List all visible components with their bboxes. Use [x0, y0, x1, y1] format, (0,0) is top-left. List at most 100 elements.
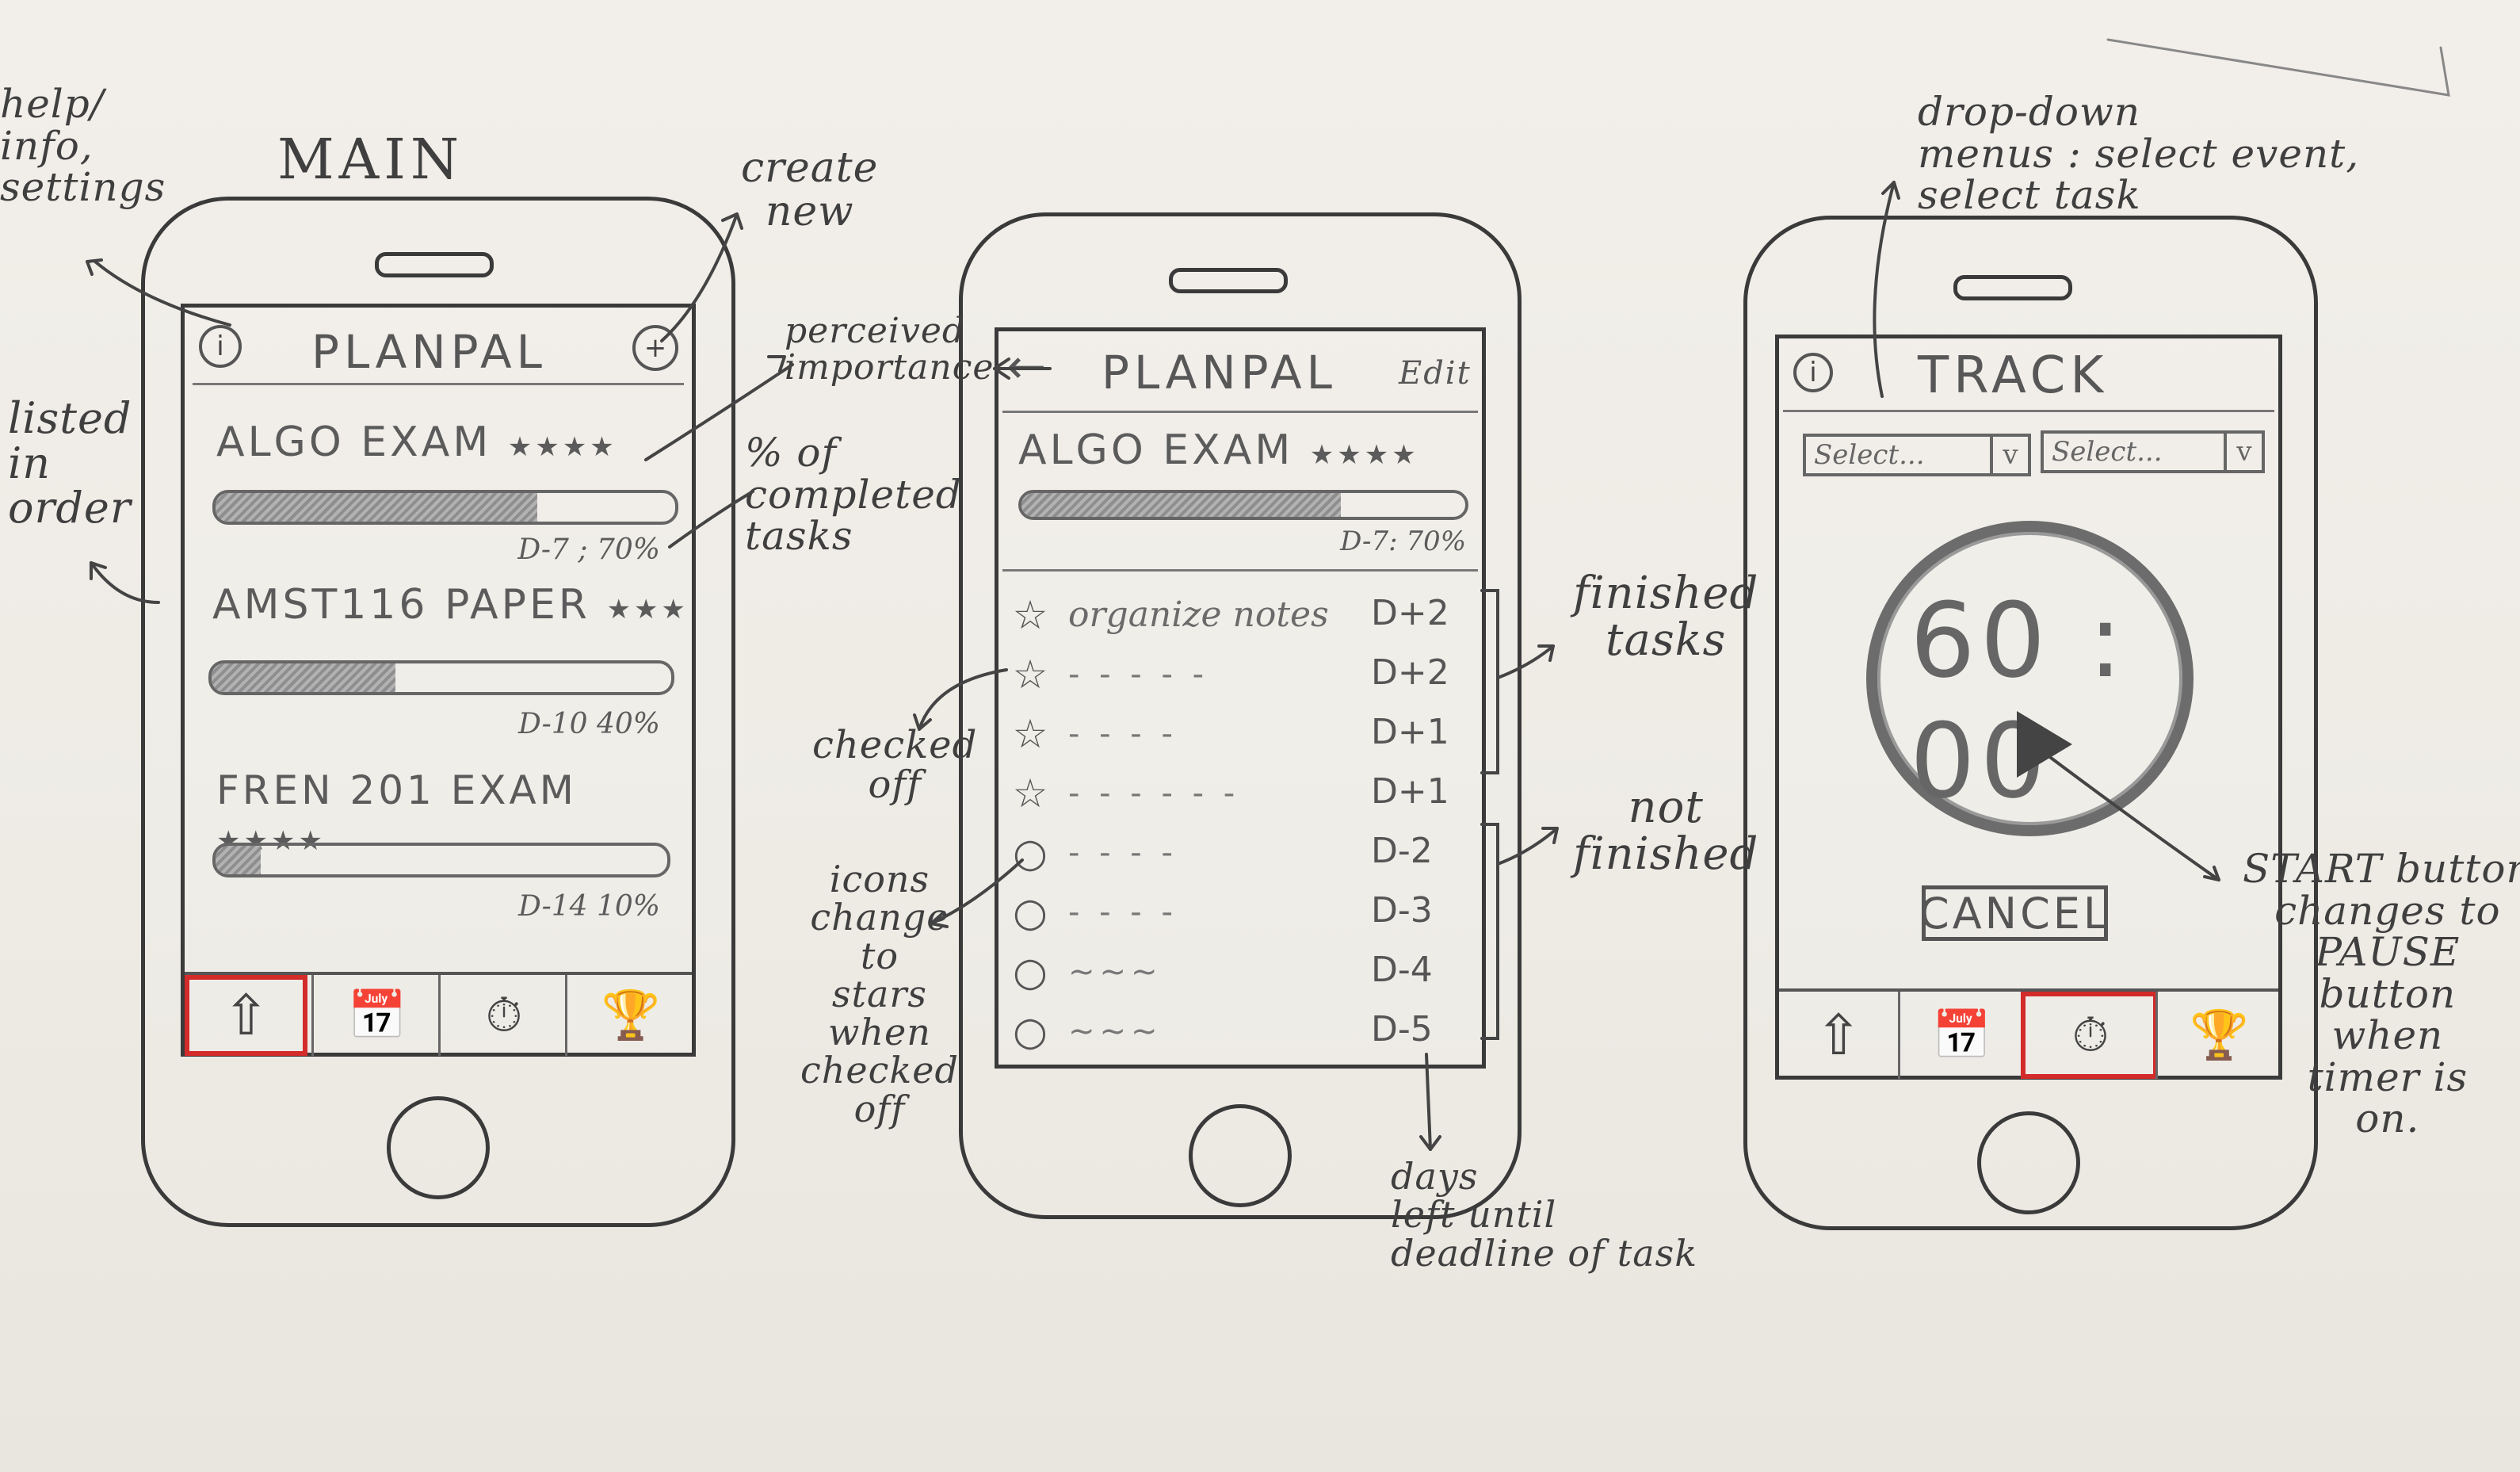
task-row[interactable]: ○ - - - -: [1006, 882, 1474, 942]
task-due: D+1: [1371, 712, 1449, 752]
arrow-help: [94, 260, 231, 327]
arrow-listed: [90, 561, 160, 604]
arrow-icons: [930, 858, 1024, 925]
create-new-button[interactable]: +: [632, 325, 678, 371]
annotation-perceived: perceived importance: [785, 311, 995, 388]
arrowhead-perceived: [767, 355, 786, 373]
task-name: ~~~: [1068, 953, 1163, 990]
annotation-create-new: create new: [741, 144, 879, 235]
task-row[interactable]: ○ - - - -: [1006, 823, 1474, 882]
home-icon: ⇧: [223, 983, 269, 1048]
task-due: D-5: [1371, 1009, 1433, 1050]
select-event-dropdown[interactable]: Select... v: [1803, 434, 2031, 476]
help-info-settings-button[interactable]: i: [199, 325, 242, 368]
arrow-dropdown: [1873, 181, 1896, 398]
task-row[interactable]: ☆organize notes: [1006, 585, 1474, 644]
progress-bar: [212, 843, 670, 877]
circle-icon[interactable]: ○: [1013, 889, 1048, 935]
tab-home[interactable]: ⇧: [185, 975, 307, 1056]
arrow-checked: [918, 668, 1008, 731]
event-title-text: FREN 201 EXAM: [216, 767, 577, 813]
stopwatch-icon: ⏱: [485, 988, 523, 1043]
phone-speaker: [375, 252, 494, 277]
event-meta: D-10 40%: [518, 708, 660, 740]
select-task-dropdown[interactable]: Select... v: [2041, 430, 2265, 473]
header-divider: [1002, 411, 1478, 413]
tab-bar: ⇧ 📅 ⏱ 🏆: [1779, 988, 2278, 1079]
arrowhead-checked: [913, 713, 932, 731]
arrowhead-create: [721, 212, 743, 230]
task-row[interactable]: ○ ~~~: [1006, 942, 1474, 1001]
tab-timer[interactable]: ⏱: [2021, 992, 2158, 1079]
arrowhead-help: [86, 258, 103, 276]
arrowhead-dropdown: [1881, 181, 1900, 200]
task-row[interactable]: ☆ - - - - - -: [1006, 763, 1474, 823]
circle-icon[interactable]: ○: [1013, 829, 1048, 876]
event-title: AMST116 PAPER ★★★: [212, 581, 689, 629]
stopwatch-icon: ⏱: [2071, 1007, 2110, 1063]
annotation-finished: finished tasks: [1573, 568, 1759, 666]
tab-calendar[interactable]: 📅: [311, 975, 441, 1056]
task-name: - - - - -: [1068, 656, 1209, 693]
phone-track: i TRACK Select... v Select... v 60 : 00 …: [1743, 216, 2318, 1230]
arrow-start: [2043, 751, 2220, 881]
event-item[interactable]: AMST116 PAPER ★★★ D-10 40%: [185, 569, 692, 751]
star-icon[interactable]: ☆: [1012, 591, 1048, 638]
calendar-icon: 📅: [347, 988, 407, 1043]
home-hardware-button: [1977, 1111, 2080, 1214]
task-name: - - - -: [1068, 834, 1178, 871]
annotation-dropdown: drop-down menus : select event, select t…: [1918, 89, 2360, 218]
event-title-text: ALGO EXAM: [216, 419, 492, 466]
circle-icon[interactable]: ○: [1013, 1007, 1048, 1054]
select-task-value: Select...: [2052, 436, 2163, 468]
app-title: PLANPAL: [311, 325, 547, 379]
cancel-button[interactable]: CANCEL: [1919, 885, 2108, 941]
task-row[interactable]: ☆- - - -: [1006, 704, 1474, 763]
arrow-finished: [1496, 644, 1555, 679]
edit-button[interactable]: Edit: [1399, 355, 1472, 392]
circle-icon[interactable]: ○: [1013, 948, 1048, 995]
task-row[interactable]: ○ ~~~: [1006, 1001, 1474, 1061]
progress-bar: [212, 490, 678, 525]
trophy-icon: 🏆: [601, 988, 661, 1043]
bracket-finished: [1480, 589, 1499, 774]
arrowhead-not-finished: [1541, 827, 1559, 844]
calendar-icon: 📅: [1932, 1007, 1991, 1063]
home-icon: ⇧: [1815, 1003, 1862, 1068]
task-name: ~~~: [1068, 1012, 1163, 1050]
plus-icon: +: [643, 332, 667, 364]
phone-speaker: [1953, 275, 2072, 300]
star-icon[interactable]: ☆: [1012, 770, 1048, 816]
arrowhead-icons: [930, 911, 949, 928]
arrow-completed: [668, 490, 754, 549]
header-divider: [193, 383, 684, 385]
event-title: ALGO EXAM ★★★★: [1018, 426, 1419, 474]
phone-detail: ← PLANPAL Edit ALGO EXAM ★★★★ D-7: 70% ☆…: [959, 212, 1522, 1219]
task-row[interactable]: ☆ - - - - -: [1006, 644, 1474, 704]
event-item[interactable]: ALGO EXAM ★★★★ D-7 ; 70%: [185, 387, 692, 569]
task-due: D+1: [1371, 771, 1449, 812]
event-item[interactable]: FREN 201 EXAM ★★★★ D-14 10%: [185, 751, 692, 934]
task-due: D-2: [1371, 831, 1433, 871]
tab-home[interactable]: ⇧: [1779, 992, 1898, 1079]
annotation-not-finished: not finished: [1573, 782, 1759, 880]
tab-timer[interactable]: ⏱: [438, 975, 567, 1056]
arrowhead-listed: [90, 561, 107, 580]
arrow-days: [1425, 1053, 1432, 1151]
arrow-not-finished: [1496, 827, 1559, 866]
task-name: - - - -: [1068, 893, 1178, 931]
tab-calendar[interactable]: 📅: [1898, 992, 2023, 1079]
star-icon[interactable]: ☆: [1012, 710, 1048, 757]
task-name: - - - - - -: [1068, 774, 1240, 812]
help-info-settings-button[interactable]: i: [1793, 353, 1833, 392]
phone-main: i PLANPAL + ALGO EXAM ★★★★ D-7 ; 70% AMS…: [141, 197, 735, 1227]
tab-achievements[interactable]: 🏆: [565, 975, 694, 1056]
header-divider: [1783, 410, 2274, 412]
event-title-text: ALGO EXAM: [1018, 426, 1294, 474]
tab-achievements[interactable]: 🏆: [2155, 992, 2281, 1079]
arrowhead-perceived-2: [993, 357, 1010, 380]
star-icon[interactable]: ☆: [1012, 651, 1048, 698]
task-due: D+2: [1371, 652, 1449, 693]
